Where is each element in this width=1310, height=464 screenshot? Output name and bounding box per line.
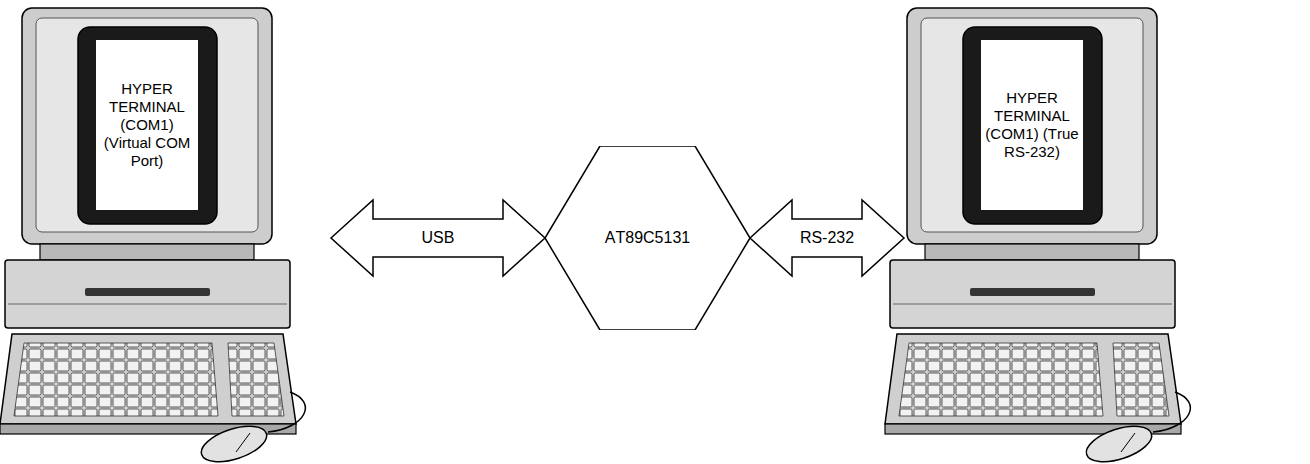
link-label: USB: [420, 229, 457, 247]
left-computer: [0, 8, 305, 464]
double-arrow: [750, 200, 904, 276]
screen-text: HYPER TERMINAL (COM1) (True RS-232): [984, 89, 1080, 161]
hexagon-shape: [545, 146, 750, 330]
chip-name: AT89C5131: [605, 228, 690, 248]
double-arrow: [331, 200, 545, 276]
right-computer: [885, 8, 1190, 464]
link-label: RS-232: [798, 229, 856, 247]
controller-hexagon: AT89C5131: [545, 146, 750, 330]
terminal-screen: HYPER TERMINAL (COM1) (Virtual COM Port): [96, 40, 198, 210]
screen-text: HYPER TERMINAL (COM1) (Virtual COM Port): [99, 80, 195, 170]
terminal-screen: HYPER TERMINAL (COM1) (True RS-232): [981, 40, 1083, 210]
